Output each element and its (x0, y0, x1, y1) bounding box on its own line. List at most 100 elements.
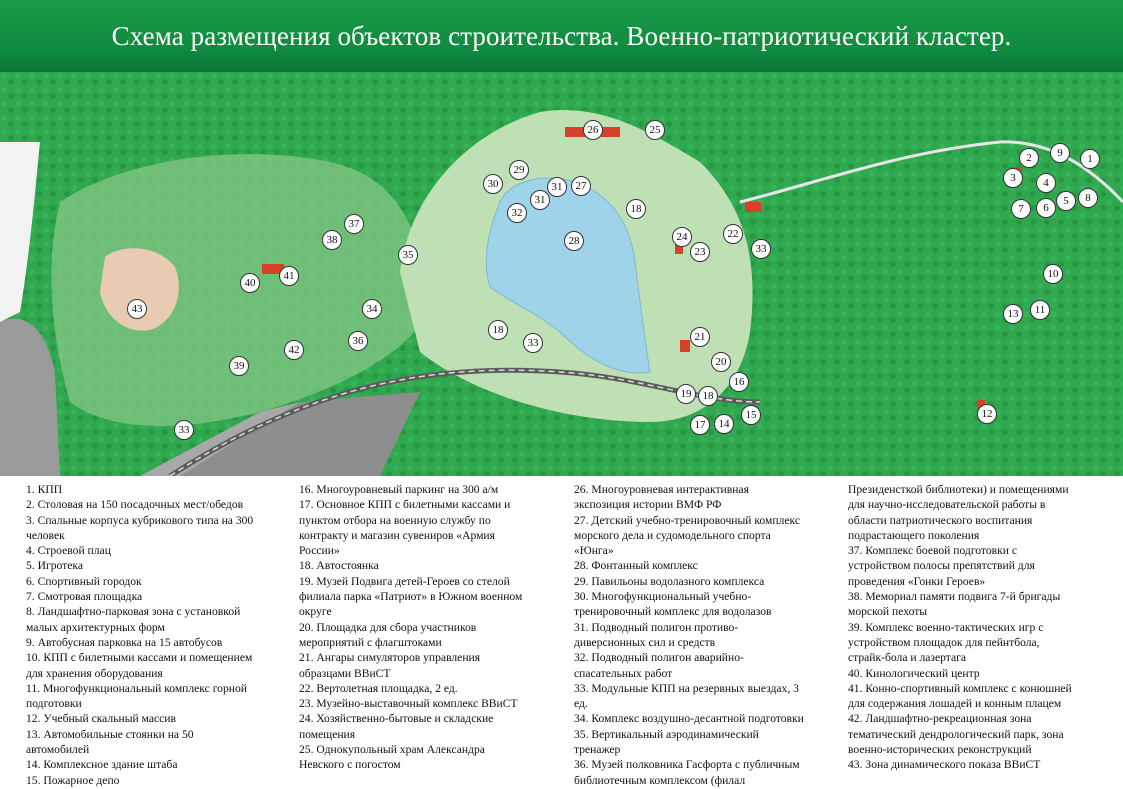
fields-south (180, 392, 420, 476)
map-marker-32[interactable]: 32 (507, 203, 527, 223)
map-marker-27[interactable]: 27 (571, 176, 591, 196)
map-marker-36[interactable]: 36 (348, 331, 368, 351)
header-banner: Схема размещения объектов строительства.… (0, 0, 1123, 72)
legend-line: 35. Вертикальный аэродинамический (574, 727, 759, 741)
legend-line: 3. Спальные корпуса кубрикового типа на … (26, 513, 254, 527)
map-marker-4[interactable]: 4 (1036, 173, 1056, 193)
building-22 (745, 202, 761, 212)
map-marker-14[interactable]: 14 (714, 414, 734, 434)
map-marker-37[interactable]: 37 (344, 214, 364, 234)
legend-line: Невского с погостом (299, 758, 401, 772)
map-marker-43[interactable]: 43 (127, 299, 147, 319)
legend-line: 11. Многофункциональный комплекс горной (26, 681, 247, 695)
map-marker-15[interactable]: 15 (741, 405, 761, 425)
legend-line: мероприятий с флагштоками (299, 635, 442, 649)
map-marker-24[interactable]: 24 (672, 227, 692, 247)
legend-line: 37. Комплекс боевой подготовки с (848, 544, 1018, 558)
legend-line: 5. Игротека (26, 559, 83, 573)
map-marker-2[interactable]: 2 (1019, 148, 1039, 168)
legend-line: 36. Музей полковника Гасфорта с публичны… (574, 758, 800, 772)
map-marker-30[interactable]: 30 (483, 174, 503, 194)
legend-line: 41. Конно-спортивный комплекс с конюшней (848, 681, 1072, 695)
legend-line: образцами ВВиСТ (299, 666, 391, 680)
legend-line: 39. Комплекс военно-тактических игр с (848, 620, 1044, 634)
map-marker-33[interactable]: 33 (523, 333, 543, 353)
legend-line: экспозиция истории ВМФ РФ (574, 498, 722, 512)
map-marker-5[interactable]: 5 (1056, 191, 1076, 211)
map-marker-1[interactable]: 1 (1080, 149, 1100, 169)
building-21 (680, 340, 690, 352)
map-marker-40[interactable]: 40 (240, 273, 260, 293)
legend-line: контракту и магазин сувениров «Армия (299, 528, 495, 542)
map-marker-41[interactable]: 41 (279, 266, 299, 286)
legend-line: тематический дендрологический парк, зона (848, 727, 1064, 741)
legend-line: 28. Фонтанный комплекс (574, 559, 698, 573)
legend-line: 2. Столовая на 150 посадочных мест/обедо… (26, 498, 244, 512)
page-title: Схема размещения объектов строительства.… (111, 20, 1012, 51)
map-marker-17[interactable]: 17 (690, 415, 710, 435)
legend-line: устройством площадок для пейнтбола, (848, 635, 1040, 649)
map-marker-33[interactable]: 33 (174, 420, 194, 440)
legend-line: 42. Ландшафтно-рекреационная зона (848, 712, 1032, 726)
map-marker-28[interactable]: 28 (564, 231, 584, 251)
legend-line: автомобилей (26, 743, 90, 757)
legend-line: военно-исторических реконструкций (848, 743, 1032, 757)
map-marker-23[interactable]: 23 (690, 242, 710, 262)
legend-line: 26. Многоуровневая интерактивная (574, 483, 749, 496)
map-marker-20[interactable]: 20 (711, 352, 731, 372)
legend-line: 20. Площадка для сбора участников (299, 620, 477, 634)
map-marker-13[interactable]: 13 (1003, 304, 1023, 324)
legend-line: для содержания лошадей и конным плацем (848, 697, 1062, 711)
legend-line: 30. Многофункциональный учебно- (574, 590, 752, 604)
legend-line: помещения (299, 727, 356, 741)
legend-line: тренировочный комплекс для водолазов (574, 605, 772, 619)
map-marker-12[interactable]: 12 (977, 404, 997, 424)
legend-line: 25. Однокупольный храм Александра (299, 743, 485, 757)
legend-line: морского дела и судомодельного спорта (574, 528, 771, 542)
map-marker-18[interactable]: 18 (698, 386, 718, 406)
legend-line: 38. Мемориал памяти подвига 7-й бригады (848, 590, 1061, 604)
map-marker-39[interactable]: 39 (229, 356, 249, 376)
map-marker-6[interactable]: 6 (1036, 198, 1056, 218)
map-marker-33[interactable]: 33 (751, 239, 771, 259)
legend-line: 6. Спортивный городок (26, 574, 142, 588)
map-marker-7[interactable]: 7 (1011, 199, 1031, 219)
map-marker-9[interactable]: 9 (1050, 143, 1070, 163)
road-east (739, 140, 1123, 204)
quarry-west (0, 318, 60, 476)
map-marker-8[interactable]: 8 (1078, 188, 1098, 208)
legend-line: 31. Подводный полигон противо- (574, 620, 739, 634)
map-marker-42[interactable]: 42 (284, 340, 304, 360)
map-marker-31[interactable]: 31 (547, 177, 567, 197)
map-marker-26[interactable]: 26 (583, 120, 603, 140)
map-marker-38[interactable]: 38 (322, 230, 342, 250)
legend-line: 4. Строевой плац (26, 544, 111, 558)
building-24 (675, 240, 683, 254)
map-marker-21[interactable]: 21 (690, 327, 710, 347)
legend-column-3: 26. Многоуровневая интерактивная экспозиц… (574, 482, 804, 788)
map-marker-10[interactable]: 10 (1043, 264, 1063, 284)
legend-line: 27. Детский учебно-тренировочный комплек… (574, 513, 800, 527)
legend-line: ед. (574, 697, 588, 711)
legend-line: 33. Модульные КПП на резервных выездах, … (574, 681, 799, 695)
map-marker-11[interactable]: 11 (1030, 300, 1050, 320)
map-marker-25[interactable]: 25 (645, 120, 665, 140)
map-marker-3[interactable]: 3 (1003, 168, 1023, 188)
map-marker-19[interactable]: 19 (676, 384, 696, 404)
map-marker-35[interactable]: 35 (398, 245, 418, 265)
map-marker-31[interactable]: 31 (530, 190, 550, 210)
map-marker-34[interactable]: 34 (362, 299, 382, 319)
map-marker-22[interactable]: 22 (723, 224, 743, 244)
legend-line: 16. Многоуровневый паркинг на 300 а/м (299, 483, 499, 496)
legend-line: подрастающего поколения (848, 528, 980, 542)
map-marker-18[interactable]: 18 (488, 320, 508, 340)
legend-line: диверсионных сил и средств (574, 635, 716, 649)
map-marker-18[interactable]: 18 (626, 199, 646, 219)
map-marker-29[interactable]: 29 (509, 160, 529, 180)
legend-line: 43. Зона динамического показа ВВиСТ (848, 758, 1041, 772)
map-marker-16[interactable]: 16 (729, 372, 749, 392)
